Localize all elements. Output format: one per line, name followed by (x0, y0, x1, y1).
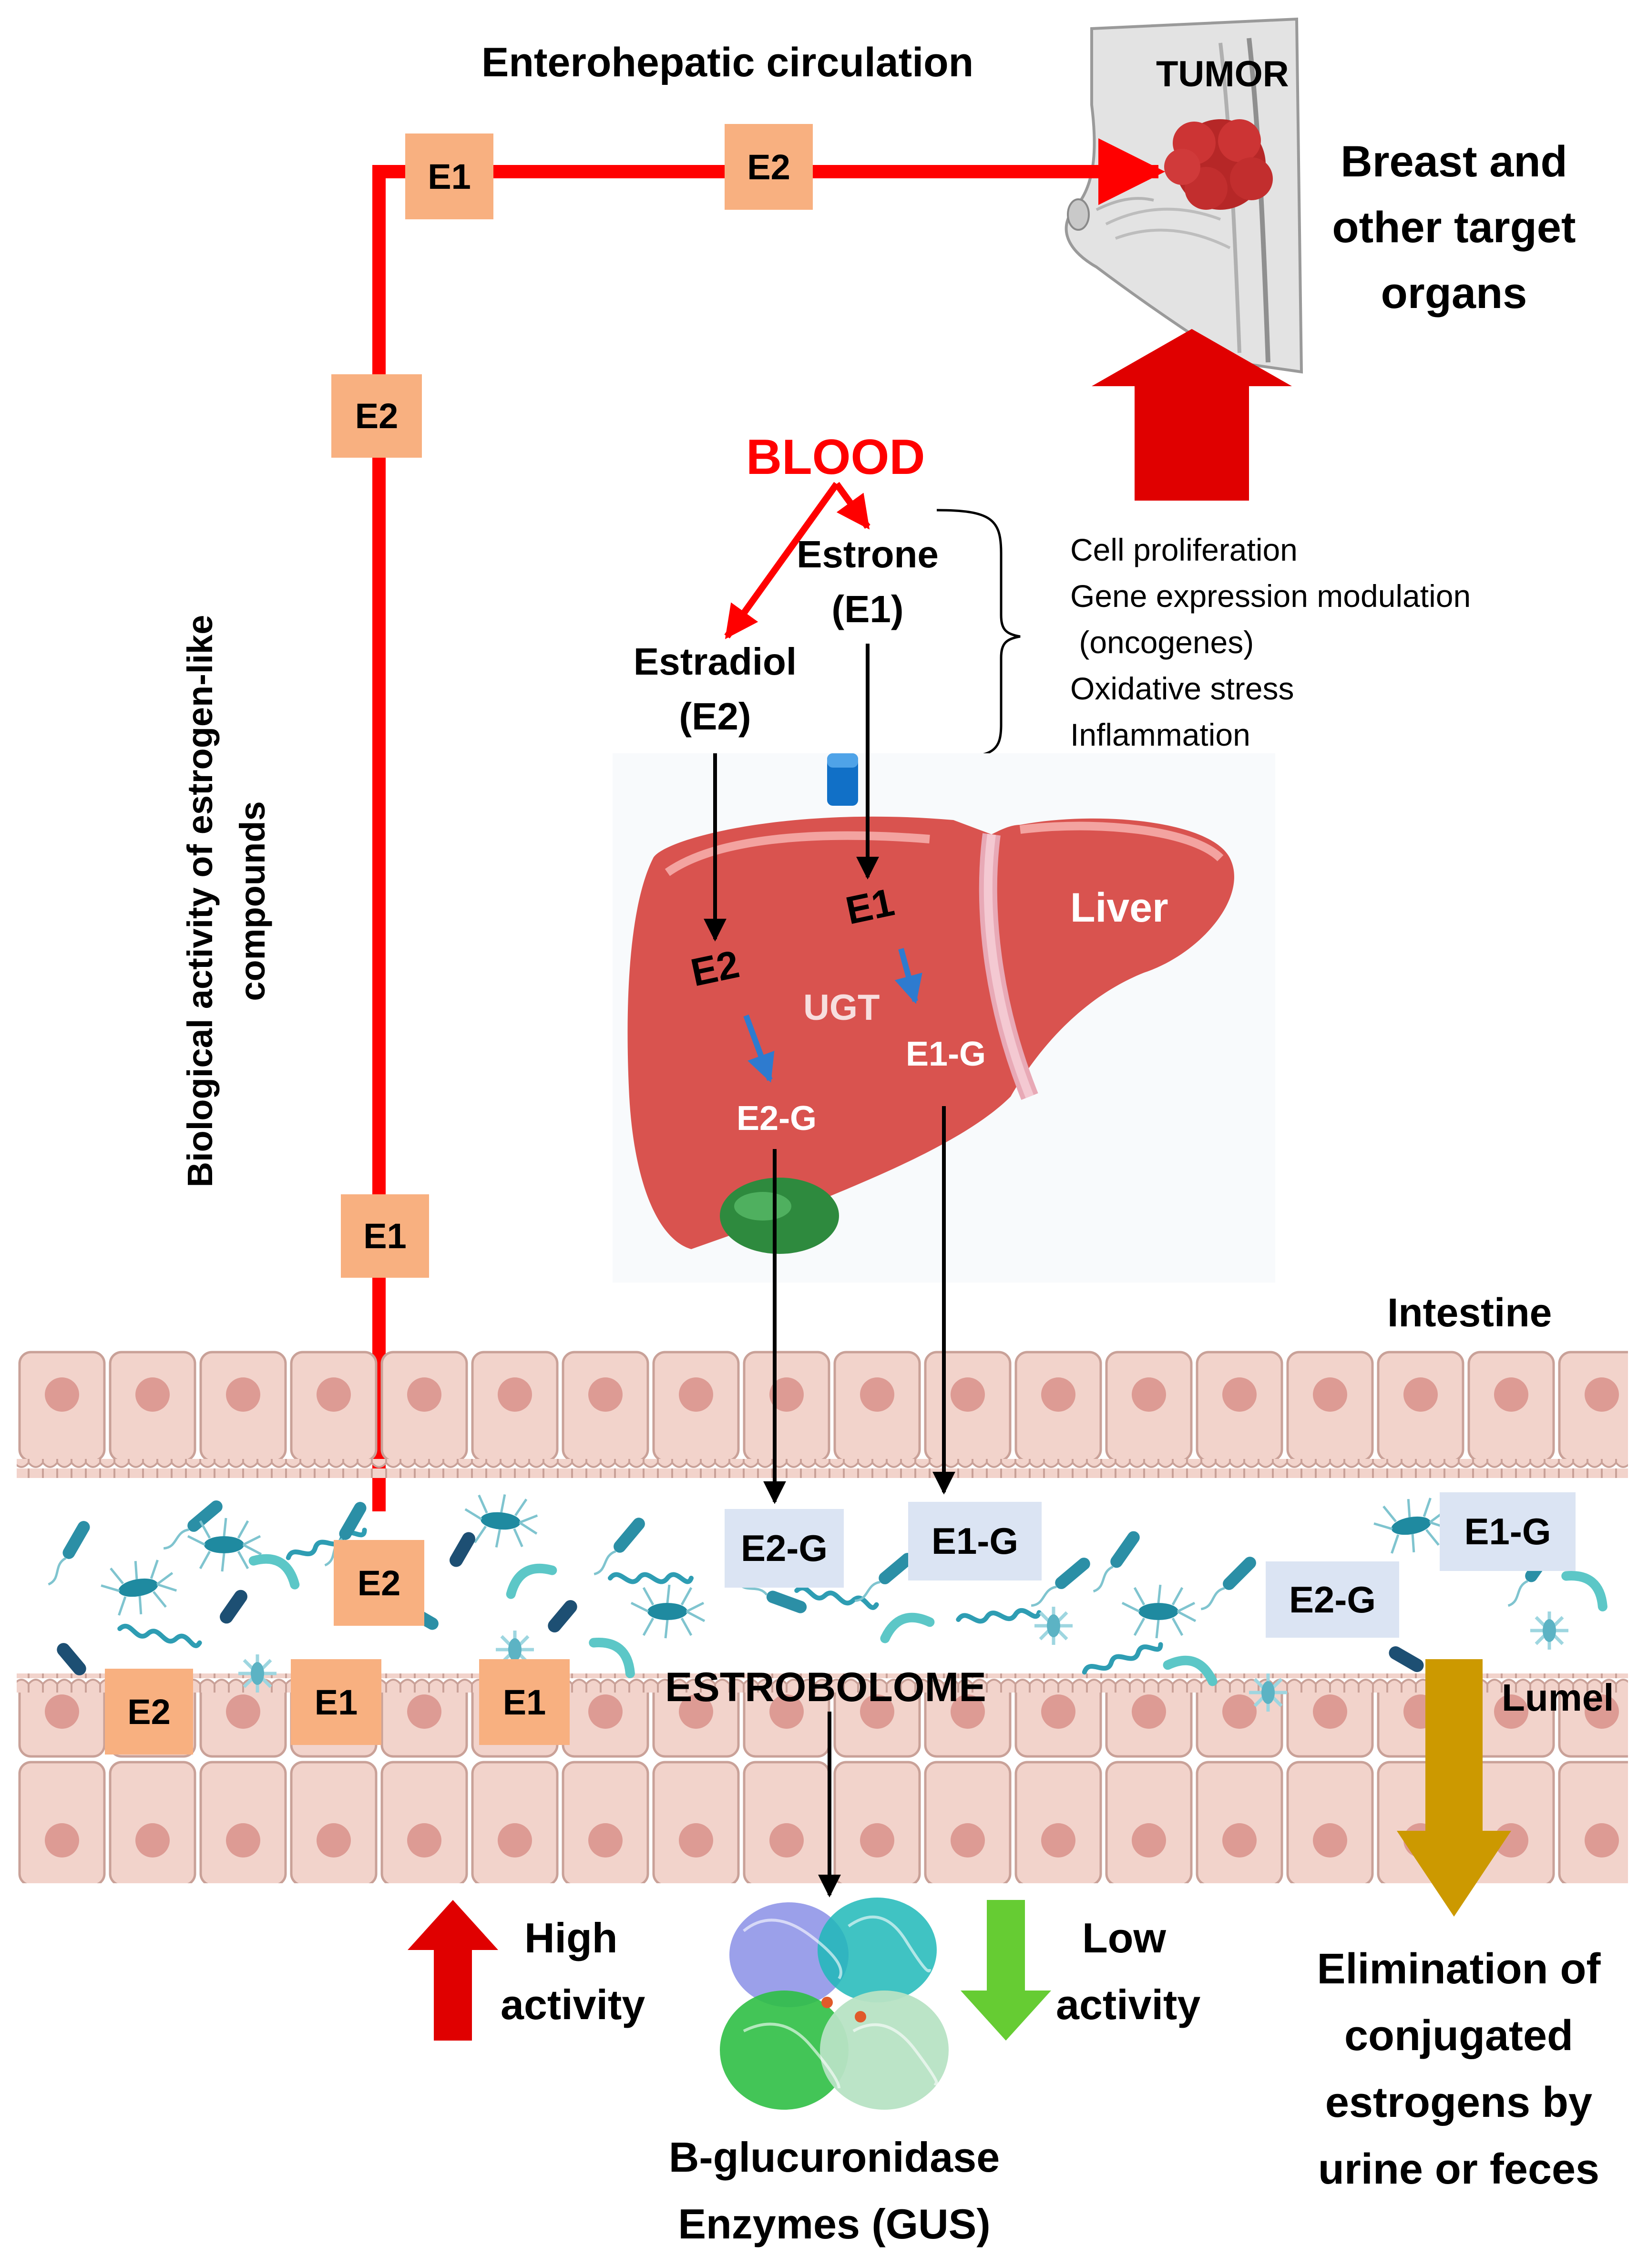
lumen-box-e2g-b: E2-G (1266, 1561, 1399, 1638)
liver-label: Liver (1070, 885, 1168, 931)
gallbladder-icon (720, 1178, 839, 1254)
blood-arrows (724, 482, 870, 639)
ugt-label: UGT (803, 987, 880, 1028)
tumor-label: TUMOR (1156, 54, 1289, 94)
conversion-arrows (704, 644, 922, 1083)
estrone-label: Estrone (E1) (797, 533, 939, 630)
intestine-upper-wall (17, 1349, 1628, 1478)
high-input-arrow (1092, 329, 1292, 501)
target-organs-label: Breast and other target organs (1332, 137, 1576, 318)
circulation-box-e1-top: E1 (405, 133, 493, 219)
effects-bracket (936, 509, 1021, 759)
tumor-icon (1164, 119, 1273, 210)
elimination-arrow (1397, 1659, 1511, 1917)
circulation-title: Enterohepatic circulation (481, 40, 974, 85)
low-activity-label: Low activity (1056, 1914, 1201, 2028)
liver-icon (613, 753, 1275, 1283)
intestine-label: Intestine (1387, 1290, 1552, 1335)
blood-label: BLOOD (746, 430, 925, 485)
lumen-box-e1-a: E1 (291, 1659, 381, 1745)
lumen-box-e2-b: E2 (105, 1669, 193, 1755)
effects-list: Cell proliferation Gene expression modul… (1070, 532, 1471, 752)
intestine-lower-wall (17, 1673, 1628, 1883)
circulation-path (372, 138, 1165, 1511)
estradiol-label: Estradiol (E2) (633, 640, 797, 738)
lumen-box-e1g-a: E1-G (908, 1502, 1042, 1580)
lumen-box-e1g-b: E1-G (1440, 1492, 1576, 1571)
lumen-box-e1-b: E1 (479, 1659, 570, 1745)
lumen-box-e2g-a: E2-G (725, 1509, 844, 1588)
liver-e2g-label: E2-G (737, 1099, 817, 1138)
estrobolome-label: ESTROBOLOME (665, 1664, 986, 1710)
circulation-box-e2-left: E2 (331, 374, 422, 458)
liver-e1g-label: E1-G (906, 1035, 986, 1073)
lumen-label: Lumel (1502, 1676, 1614, 1719)
transport-arrows (763, 1106, 955, 1898)
elimination-label: Elimination of conjugated estrogens by u… (1317, 1945, 1601, 2193)
lumen-box-e2-a: E2 (334, 1540, 424, 1626)
vertical-activity-label: Biological activity of estrogen-like com… (180, 615, 272, 1188)
enzyme-label: B-glucuronidase Enzymes (GUS) (668, 2134, 1000, 2247)
high-activity-arrow (408, 1900, 498, 2041)
high-activity-label: High activity (501, 1914, 645, 2028)
enzyme-protein-icon (720, 1898, 949, 2110)
circulation-box-e1-left: E1 (341, 1194, 429, 1278)
low-activity-arrow (961, 1900, 1051, 2041)
circulation-box-e2-top: E2 (725, 124, 813, 210)
